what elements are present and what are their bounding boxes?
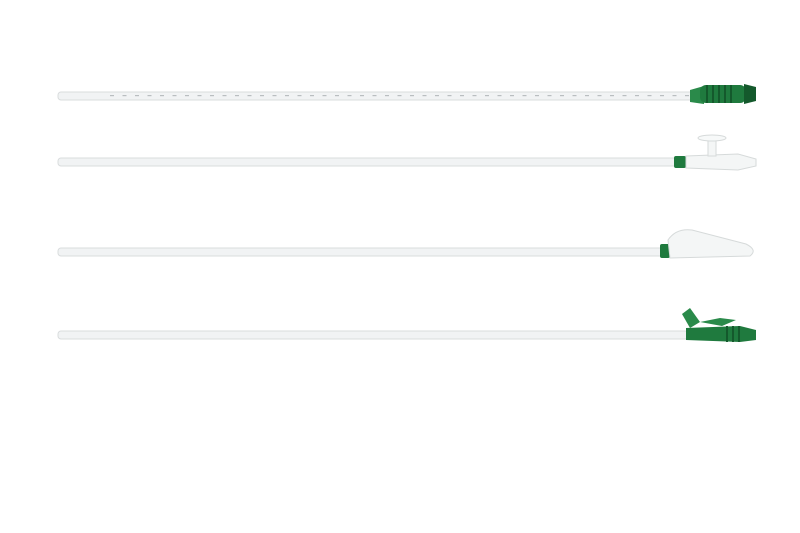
graduation-mark	[335, 95, 339, 97]
graduation-mark	[347, 95, 352, 97]
catheter-clear-t-connector	[57, 134, 757, 171]
graduation-mark	[485, 95, 489, 97]
graduation-mark	[522, 95, 527, 97]
graduation-mark	[222, 95, 227, 97]
graduation-mark	[585, 95, 589, 97]
green-collar	[674, 156, 686, 168]
graduation-marks	[110, 95, 689, 97]
grip-ribs	[706, 85, 732, 103]
graduation-mark	[310, 95, 314, 97]
grip-end	[744, 84, 756, 104]
graduation-mark	[110, 95, 114, 97]
graduation-mark	[497, 95, 502, 97]
graduation-mark	[397, 95, 402, 97]
graduated-catheter	[57, 84, 756, 104]
clear-t-cap	[697, 134, 727, 142]
graduation-mark	[422, 95, 427, 97]
graduation-mark	[160, 95, 164, 97]
catheter-tube	[57, 91, 699, 101]
green-collar	[660, 244, 670, 258]
graduation-mark	[197, 95, 202, 97]
graduation-mark	[535, 95, 539, 97]
graduation-mark	[622, 95, 627, 97]
graduation-mark	[685, 95, 689, 97]
graduation-mark	[635, 95, 639, 97]
graduation-mark	[410, 95, 414, 97]
valve-thumb-port	[682, 308, 700, 328]
graduation-mark	[447, 95, 452, 97]
catheter-tube	[57, 330, 689, 340]
graduation-mark	[297, 95, 302, 97]
graduation-mark	[235, 95, 239, 97]
graduation-mark	[460, 95, 464, 97]
catheter-clear-funnel	[57, 229, 754, 259]
catheter-tube	[57, 247, 665, 257]
graduation-mark	[435, 95, 439, 97]
graduation-mark	[385, 95, 389, 97]
valve-body	[686, 326, 756, 342]
graduation-mark	[260, 95, 264, 97]
graduation-mark	[360, 95, 364, 97]
graduation-mark	[560, 95, 564, 97]
graduation-mark	[547, 95, 552, 97]
graduation-mark	[610, 95, 614, 97]
clear-connector-body	[685, 153, 757, 171]
catheter-green-valve	[57, 308, 756, 342]
grip-body	[700, 85, 746, 103]
graduation-mark	[660, 95, 664, 97]
valve-wing	[700, 318, 736, 326]
graduation-mark	[472, 95, 477, 97]
graduation-mark	[597, 95, 602, 97]
graduation-mark	[510, 95, 514, 97]
graduation-mark	[572, 95, 577, 97]
clear-funnel-body	[667, 229, 754, 259]
graduation-mark	[647, 95, 652, 97]
graduation-mark	[122, 95, 127, 97]
graduation-mark	[147, 95, 152, 97]
graduation-mark	[185, 95, 189, 97]
graduation-mark	[247, 95, 252, 97]
valve-ribs	[726, 326, 740, 342]
graduation-mark	[135, 95, 139, 97]
graduation-mark	[172, 95, 177, 97]
graduation-mark	[372, 95, 377, 97]
graduation-mark	[285, 95, 289, 97]
graduation-mark	[672, 95, 677, 97]
graduation-mark	[272, 95, 277, 97]
clear-t-stem	[707, 139, 717, 157]
catheter-tube	[57, 157, 679, 167]
graduation-mark	[210, 95, 214, 97]
graduation-mark	[322, 95, 327, 97]
